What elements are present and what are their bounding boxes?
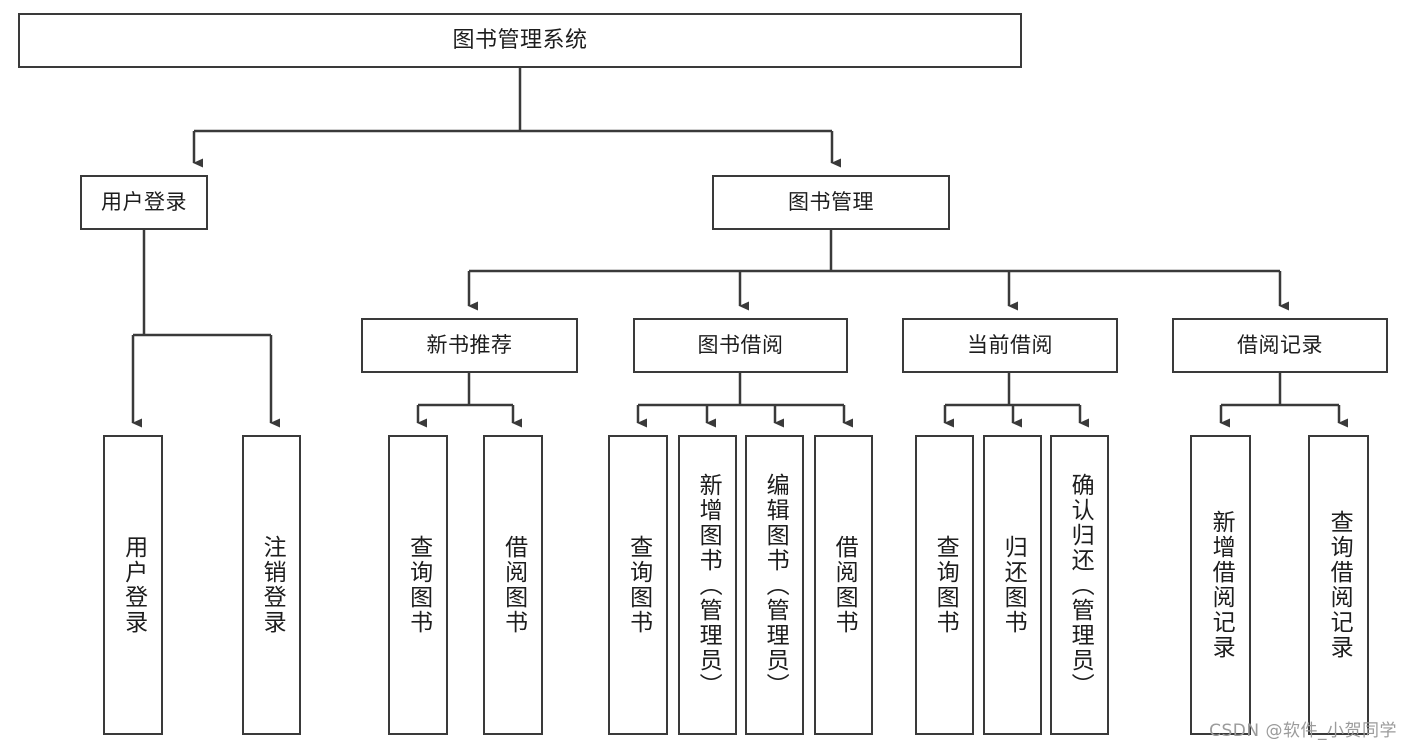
node-leaf-borrow-book-1[interactable]: 借阅图书	[483, 435, 543, 735]
node-label: 借阅图书	[500, 535, 527, 635]
node-label: 借阅图书	[831, 535, 858, 635]
node-label: 归还图书	[1000, 535, 1027, 635]
node-leaf-edit-book[interactable]: 编辑图书（管理员）	[745, 435, 804, 735]
node-book-borrow[interactable]: 图书借阅	[633, 318, 848, 373]
node-leaf-add-book[interactable]: 新增图书（管理员）	[678, 435, 737, 735]
node-label: 用户登录	[120, 535, 147, 635]
node-label: 新书推荐	[426, 333, 513, 358]
node-label: 借阅记录	[1237, 333, 1323, 358]
node-label: 查询图书	[405, 535, 432, 635]
node-current-borrow[interactable]: 当前借阅	[902, 318, 1118, 373]
node-label: 图书管理系统	[452, 27, 588, 53]
node-new-book-recommend[interactable]: 新书推荐	[361, 318, 578, 373]
node-leaf-query-record[interactable]: 查询借阅记录	[1308, 435, 1369, 735]
node-leaf-query-book-1[interactable]: 查询图书	[388, 435, 448, 735]
node-leaf-add-record[interactable]: 新增借阅记录	[1190, 435, 1251, 735]
node-label: 新增借阅记录	[1208, 510, 1235, 660]
node-borrow-record[interactable]: 借阅记录	[1172, 318, 1388, 373]
node-leaf-user-logout[interactable]: 注销登录	[242, 435, 301, 735]
node-leaf-confirm-return[interactable]: 确认归还（管理员）	[1050, 435, 1109, 735]
node-label: 图书管理	[788, 190, 874, 215]
node-label: 查询借阅记录	[1326, 510, 1353, 660]
node-root-system[interactable]: 图书管理系统	[18, 13, 1022, 68]
node-leaf-query-book-2[interactable]: 查询图书	[608, 435, 668, 735]
node-label: 注销登录	[259, 535, 286, 635]
node-label: 查询图书	[625, 535, 652, 635]
node-leaf-query-book-3[interactable]: 查询图书	[915, 435, 974, 735]
node-leaf-user-login[interactable]: 用户登录	[103, 435, 163, 735]
node-label: 确认归还（管理员）	[1067, 472, 1094, 698]
node-label: 当前借阅	[967, 333, 1053, 358]
node-leaf-return-book[interactable]: 归还图书	[983, 435, 1042, 735]
csdn-watermark: CSDN @软件_小贺同学	[1209, 721, 1397, 741]
node-label: 用户登录	[101, 190, 187, 215]
node-book-manage[interactable]: 图书管理	[712, 175, 950, 230]
node-user-login[interactable]: 用户登录	[80, 175, 208, 230]
node-leaf-borrow-book-2[interactable]: 借阅图书	[814, 435, 873, 735]
node-label: 图书借阅	[697, 333, 784, 358]
node-label: 查询图书	[932, 535, 959, 635]
node-label: 编辑图书（管理员）	[762, 472, 789, 698]
node-label: 新增图书（管理员）	[695, 472, 722, 698]
